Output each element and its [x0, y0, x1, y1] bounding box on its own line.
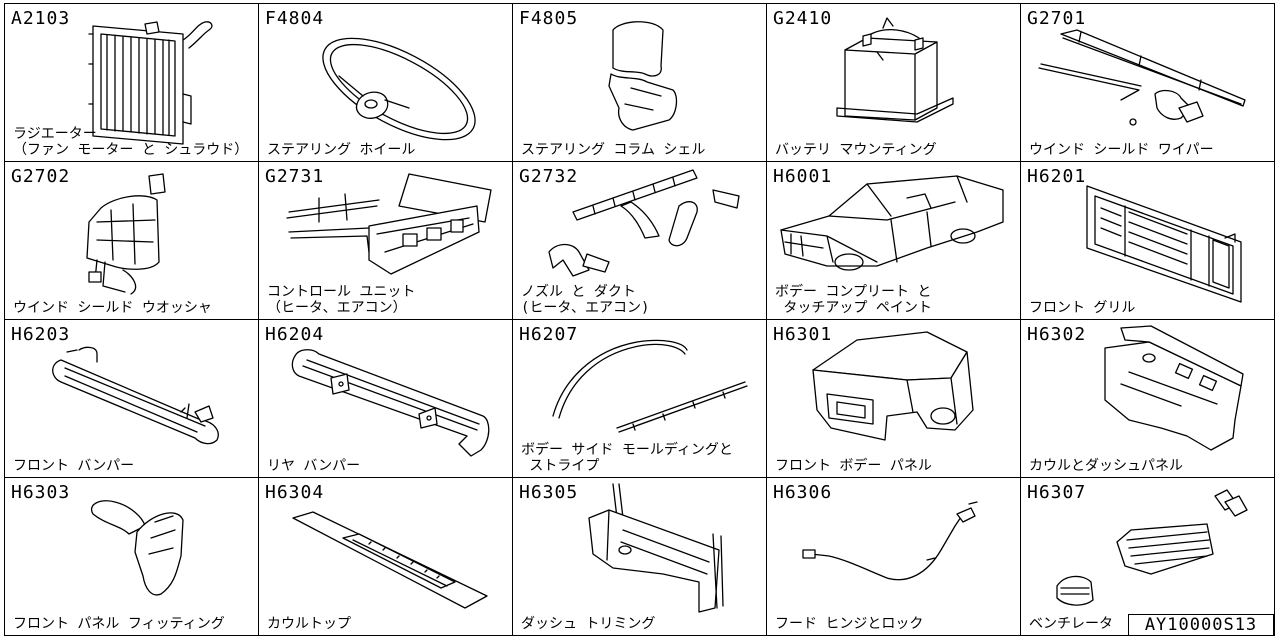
part-cell-a2103[interactable]: A2103 ラジエーター （ファン モーター と シュラウド） — [5, 4, 259, 162]
wiper-illustration — [1038, 29, 1246, 126]
part-code: H6001 — [773, 166, 833, 187]
part-code: G2410 — [773, 8, 833, 29]
part-name: ステアリング ホイール — [267, 142, 416, 158]
part-cell-f4804[interactable]: F4804 ステアリング ホイール — [259, 4, 513, 162]
part-cell-h6204[interactable]: H6204 リヤ バンパー — [259, 320, 513, 478]
part-cell-f4805[interactable]: F4805 ステアリング コラム シェル — [513, 4, 767, 162]
part-code: F4804 — [265, 8, 325, 29]
part-cell-g2732[interactable]: G2732 ノズル と ダクト (ヒータ、エアコン) — [513, 162, 767, 320]
part-name: ノズル と ダクト (ヒータ、エアコン) — [521, 284, 650, 316]
part-code: H6203 — [11, 324, 71, 345]
part-name: カウルとダッシュパネル — [1029, 458, 1183, 474]
washer-tank-illustration — [86, 173, 166, 295]
part-code: F4805 — [519, 8, 579, 29]
part-name: ウインド シールド ウオッシャ — [13, 300, 212, 316]
body-shell-illustration — [780, 175, 1004, 271]
part-cell-h6201[interactable]: H6201 フロント グリル — [1021, 162, 1275, 320]
part-cell-h6001[interactable]: H6001 ボデー コンプリート と タッチアップ ペイント — [767, 162, 1021, 320]
part-code: H6204 — [265, 324, 325, 345]
steering-wheel-illustration — [322, 37, 476, 141]
front-bumper-illustration — [52, 346, 219, 445]
part-name: カウルトップ — [267, 616, 351, 632]
cowl-top-illustration — [292, 511, 488, 609]
part-code: G2732 — [519, 166, 579, 187]
part-cell-g2731[interactable]: G2731 コントロール ユニット （ヒータ、エアコン） — [259, 162, 513, 320]
part-cell-h6305[interactable]: H6305 ダッシュ トリミング — [513, 478, 767, 636]
part-code: G2731 — [265, 166, 325, 187]
molding-illustration — [552, 339, 748, 433]
part-name: フロント バンパー — [13, 458, 135, 474]
part-code: H6307 — [1027, 482, 1087, 503]
part-code: H6207 — [519, 324, 579, 345]
part-code: G2701 — [1027, 8, 1087, 29]
part-name: バッテリ マウンティング — [775, 142, 937, 158]
part-code: H6306 — [773, 482, 833, 503]
part-code: G2702 — [11, 166, 71, 187]
part-name: フロント グリル — [1029, 300, 1136, 316]
part-name: ウインド シールド ワイパー — [1029, 142, 1214, 158]
panel-fitting-illustration — [91, 500, 184, 596]
part-name: コントロール ユニット （ヒータ、エアコン） — [267, 284, 416, 316]
part-cell-g2701[interactable]: G2701 ウインド シールド ワイパー — [1021, 4, 1275, 162]
part-name: ボデー サイド モールディングと ストライプ — [521, 442, 733, 474]
radiator-illustration — [88, 21, 213, 145]
control-unit-illustration — [286, 173, 492, 275]
catalog-code: AY10000S13 — [1128, 614, 1274, 636]
part-name: フロント ボデー パネル — [775, 458, 932, 474]
part-code: H6303 — [11, 482, 71, 503]
part-cell-g2702[interactable]: G2702 ウインド シールド ウオッシャ — [5, 162, 259, 320]
duct-illustration — [548, 169, 740, 277]
part-cell-h6306[interactable]: H6306 フード ヒンジとロック — [767, 478, 1021, 636]
part-name: リヤ バンパー — [267, 458, 361, 474]
part-code: H6302 — [1027, 324, 1087, 345]
part-name: ラジエーター （ファン モーター と シュラウド） — [13, 126, 249, 158]
part-cell-h6301[interactable]: H6301 フロント ボデー パネル — [767, 320, 1021, 478]
part-name: ボデー コンプリート と タッチアップ ペイント — [775, 284, 932, 316]
part-name: ステアリング コラム シェル — [521, 142, 706, 158]
part-name: ベンチレータ — [1029, 616, 1113, 632]
ventilator-illustration — [1056, 489, 1248, 606]
part-cell-h6203[interactable]: H6203 フロント バンパー — [5, 320, 259, 478]
part-code: H6301 — [773, 324, 833, 345]
part-name: フード ヒンジとロック — [775, 616, 924, 632]
part-name: ダッシュ トリミング — [521, 616, 656, 632]
part-code: A2103 — [11, 8, 71, 29]
dash-trimming-illustration — [588, 483, 724, 613]
cowl-dash-panel-illustration — [1104, 325, 1244, 451]
part-code: H6201 — [1027, 166, 1087, 187]
column-shell-illustration — [608, 21, 678, 131]
part-cell-h6303[interactable]: H6303 フロント パネル フィッティング — [5, 478, 259, 636]
part-cell-g2410[interactable]: G2410 バッテリ マウンティング — [767, 4, 1021, 162]
front-body-panel-illustration — [812, 331, 974, 441]
part-code: H6304 — [265, 482, 325, 503]
battery-illustration — [836, 17, 954, 123]
part-name: フロント パネル フィッティング — [13, 616, 225, 632]
part-cell-h6302[interactable]: H6302 カウルとダッシュパネル — [1021, 320, 1275, 478]
parts-grid: A2103 ラジエーター （ファン モーター と シュラウド） F4804 ステ… — [4, 3, 1275, 636]
hood-release-cable-illustration — [802, 501, 978, 581]
part-code: H6305 — [519, 482, 579, 503]
rear-bumper-illustration — [291, 349, 490, 457]
grille-illustration — [1086, 185, 1242, 303]
part-cell-h6304[interactable]: H6304 カウルトップ — [259, 478, 513, 636]
part-cell-h6307[interactable]: H6307 ベンチレータ — [1021, 478, 1275, 636]
part-cell-h6207[interactable]: H6207 ボデー サイド モールディングと ストライプ — [513, 320, 767, 478]
